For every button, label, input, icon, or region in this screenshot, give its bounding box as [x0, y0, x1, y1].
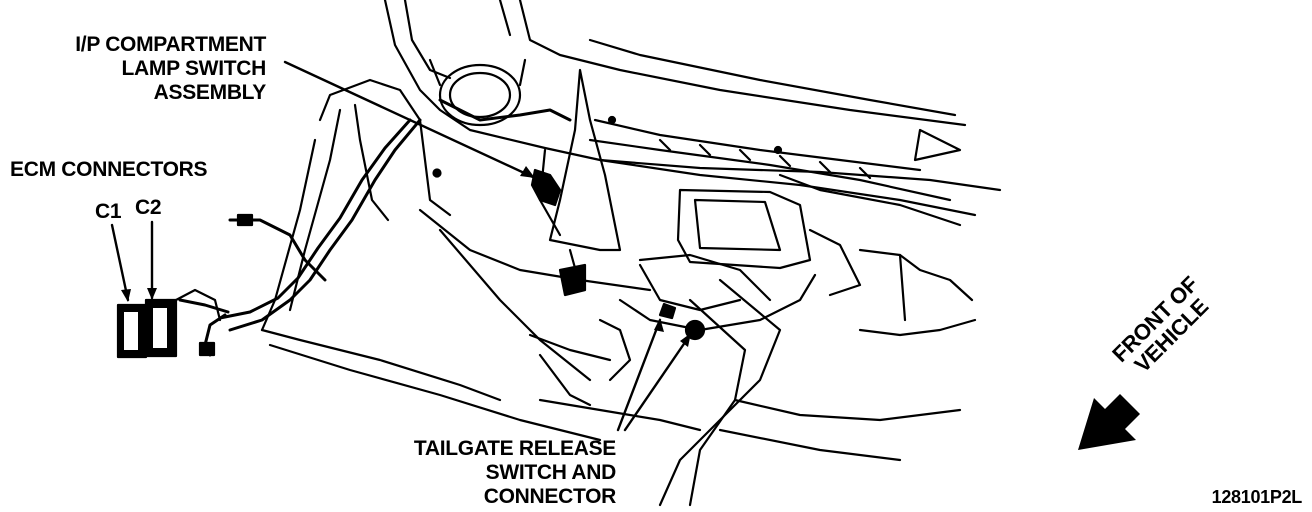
right-panel	[858, 248, 977, 337]
dash-ribs	[588, 118, 977, 227]
lower-console	[538, 253, 962, 507]
screws	[432, 115, 783, 178]
front-of-vehicle-arrow	[1078, 394, 1140, 450]
ecm-connectors-label: ECM CONNECTORS	[10, 158, 208, 181]
wiring-harness	[178, 98, 572, 357]
c1-label: C1	[95, 200, 122, 223]
leader-lines	[110, 60, 692, 432]
lamp-switch-assembly	[530, 168, 587, 297]
ecm-connector-c2	[144, 288, 222, 358]
leader-ip-switch	[283, 60, 537, 180]
ip-compartment-lamp-switch-label: I/P COMPARTMENT LAMP SWITCH ASSEMBLY	[75, 33, 266, 105]
label-line: SWITCH AND	[485, 461, 617, 484]
leader-tailgate-2	[623, 333, 692, 432]
left-panel	[260, 78, 602, 442]
label-line: CONNECTOR	[483, 485, 617, 508]
leader-arrowheads	[121, 166, 691, 347]
glovebox-opening	[418, 208, 652, 407]
connector-plug-small	[198, 213, 254, 357]
label-line: TAILGATE RELEASE	[413, 437, 616, 460]
label-line: ASSEMBLY	[153, 81, 267, 104]
dash-upper-outline	[383, 0, 1002, 192]
c2-label: C2	[135, 196, 162, 219]
leader-tailgate-1	[616, 318, 662, 432]
leader-c1	[110, 223, 130, 302]
tailgate-release-switch-label: TAILGATE RELEASE SWITCH AND CONNECTOR	[356, 437, 616, 509]
label-line: I/P COMPARTMENT	[75, 33, 266, 56]
ecm-connector-c1	[116, 303, 148, 359]
air-duct	[428, 58, 527, 127]
label-line: LAMP SWITCH	[121, 57, 267, 80]
center-vent	[676, 188, 862, 297]
figure-code: 128101P2L	[1211, 487, 1303, 507]
